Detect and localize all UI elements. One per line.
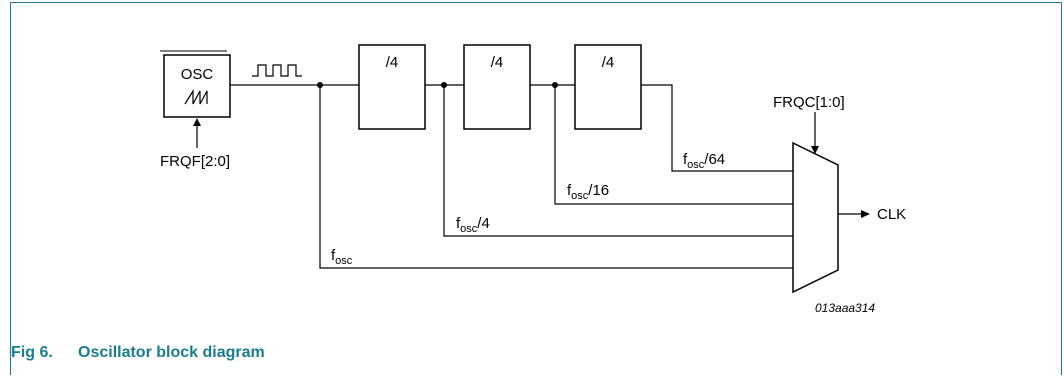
multiplexer [792,141,839,294]
fosc16-line [554,85,793,205]
figure-frame [10,2,1062,375]
square-wave-icon [252,64,302,77]
divider-block-2 [463,44,531,130]
frqc-label: FRQC[1:0] [773,94,845,111]
clk-label: CLK [877,206,906,223]
fosc-line [319,85,793,269]
fosc-label: fosc [331,247,353,267]
figure-number: Fig 6. [11,344,53,361]
divider-2-label: /4 [491,54,504,71]
fosc16-label: fosc/16 [567,182,609,202]
divider-1-label: /4 [386,54,399,71]
divider-block-3 [574,44,642,130]
fosc64-label: fosc/64 [683,151,725,171]
osc-block [163,54,231,118]
sawtooth-icon [184,88,208,105]
frqf-label: FRQF[2:0] [160,153,230,170]
figure-caption: Fig 6. Oscillator block diagram [11,344,265,362]
figure-ref-code: 013aaa314 [815,301,875,315]
frqc-arrowhead [811,146,819,154]
fosc64-line [641,84,793,172]
figure-title: Oscillator block diagram [78,344,265,361]
clk-arrowhead [861,210,870,218]
fosc4-label: fosc/4 [456,215,490,235]
frqf-arrowhead [193,118,201,126]
divider-block-1 [358,44,426,130]
osc-label: OSC [181,66,214,83]
fosc4-line [443,85,793,237]
divider-3-label: /4 [602,54,615,71]
